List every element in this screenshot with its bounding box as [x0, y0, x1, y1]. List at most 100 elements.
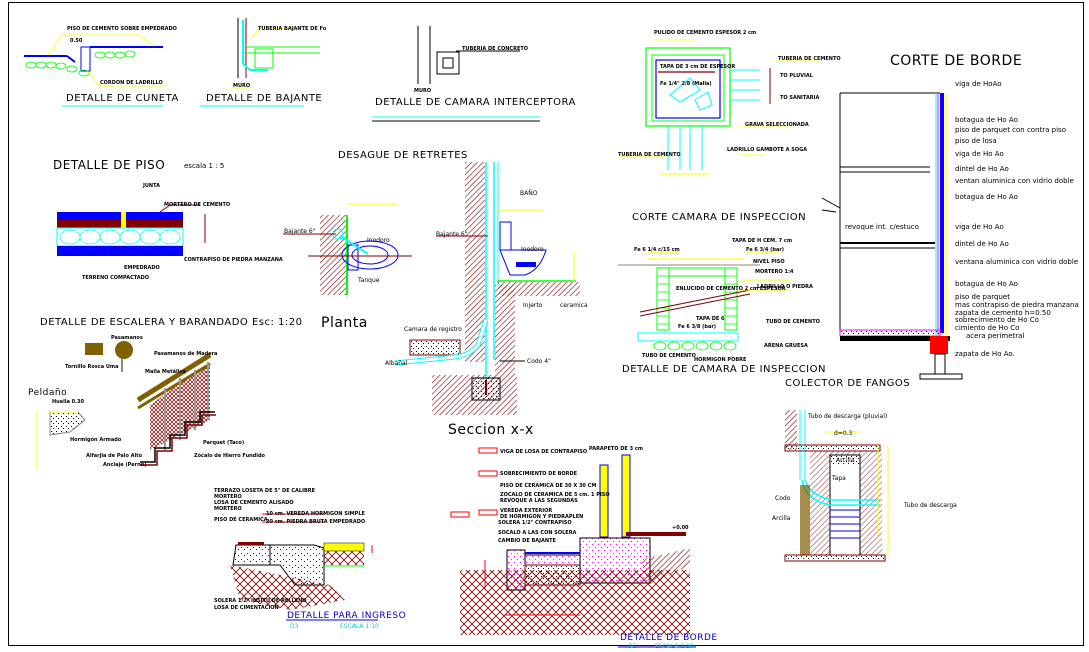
- borde-label: +0.00: [672, 525, 689, 531]
- colector-label: Tubo de descarga: [904, 502, 957, 509]
- camara-plan-label: LADRILLO GAMBOTE A SOGA: [727, 147, 808, 153]
- corte-borde-label: mas contrapiso de piedra manzana: [955, 301, 1079, 309]
- desague-label: Inodoro: [521, 246, 544, 253]
- camara-plan-label: Fe 1/4" 2/8 (Malla): [660, 81, 712, 87]
- corte-camara-title: CORTE CAMARA DE INSPECCION: [632, 212, 807, 223]
- cuneta-label: 0.50: [70, 38, 83, 44]
- corte-borde-title: CORTE DE BORDE: [890, 53, 1023, 69]
- camara-plan-label: TO SANITARIA: [780, 95, 820, 101]
- planta-title: Planta: [321, 315, 368, 331]
- piso-title: DETALLE DE PISO: [53, 158, 166, 172]
- corte-borde-label: revoque int. c/estuco: [845, 223, 919, 231]
- borde-label: VIGA DE LOSA DE CONTRAPISO: [500, 449, 588, 455]
- escalera-label: Tornillo Rosca Uma: [65, 364, 119, 370]
- escalera-label: Huella 0.30: [52, 399, 85, 405]
- ingreso-label: 10 cm. VEREDA HORMIGON SIMPLE: [266, 511, 365, 517]
- escalera-label: Alfarjia de Palo Alto: [86, 453, 143, 459]
- camara-label: TUBO DE CEMENTO: [766, 319, 820, 325]
- corte-borde-label: botagua de Ho Ao: [955, 116, 1018, 124]
- escalera-label: Pasamanos: [111, 335, 143, 341]
- piso-label: TERRENO COMPACTADO: [82, 275, 150, 281]
- camara-inspeccion-title: DETALLE DE CAMARA DE INSPECCION: [622, 364, 826, 375]
- camara-plan-label: TUBERIA DE CEMENTO: [618, 152, 681, 158]
- camara-plan-label: TAPA DE 3 cm DE ESPESOR: [660, 64, 736, 70]
- borde-label: DE HORMIGON Y PIEDRAPLEN: [500, 514, 584, 520]
- escalera-label: Malla Metálica: [145, 369, 186, 375]
- colector-label: Arcilla: [772, 515, 791, 522]
- corte-borde-label: zapata de cemento h=0.50: [955, 309, 1051, 317]
- borde-label: CAMBIO DE BAJANTE: [498, 538, 556, 544]
- ingreso-label: TERRAZO LOSETA DE 5" DE CALIBRE: [214, 488, 316, 494]
- escalera-title: DETALLE DE ESCALERA Y BARANDADO Esc: 1:2…: [40, 317, 303, 328]
- ingreso-drawing: [230, 513, 378, 621]
- seccion-title: Seccion x-x: [448, 422, 534, 438]
- camara-label: Fe 6 1/4 c/15 cm: [634, 247, 680, 253]
- colector-label: Codo: [775, 495, 791, 502]
- corte-borde-label: dintel de Ho Ao: [955, 240, 1009, 248]
- ingreso-label: LOSA DE CEMENTO ALISADO: [214, 500, 294, 506]
- colector-label: Tubo de descarga (pluvial): [808, 413, 888, 420]
- ingreso-label: MORTERO: [214, 494, 242, 500]
- camara-label: TAPA DE 6: [696, 316, 725, 322]
- corte-borde-label: sobrecimiento de Ho Co: [955, 316, 1039, 324]
- piso-label: MORTERO DE CEMENTO: [164, 202, 231, 208]
- desague-label: Inodoro: [367, 237, 390, 244]
- camara-plan-label: TUBERIA DE CEMENTO: [778, 56, 841, 62]
- camara-label: HORMIGON POBRE: [694, 357, 747, 363]
- borde-label: VEREDA EXTERIOR: [500, 508, 553, 514]
- desague-seccion-drawing: [394, 162, 580, 415]
- bajante-title: DETALLE DE BAJANTE: [206, 93, 323, 104]
- borde-label: ZOCALO DE CERAMICA DE 5 cm. 1 PISO: [500, 492, 610, 498]
- escalera-drawing: [36, 341, 216, 470]
- borde-label: SOCALO A LAS CON SOLERA: [498, 530, 577, 536]
- ingreso-label: SOLERA 1/2" INSITU DE RELLENO: [214, 598, 307, 604]
- corte-borde-label: piso de parquet con contra piso: [955, 126, 1066, 134]
- ingreso-label: PISO DE CERAMICA: [214, 517, 268, 523]
- borde-title: DETALLE DE BORDE: [620, 633, 718, 643]
- camara-label: TUBO DE CEMENTO: [642, 353, 696, 359]
- piso-label: CONTRAPISO DE PIEDRA MANZANA: [184, 257, 283, 263]
- corte-borde-label: viga de HoAo: [955, 80, 1002, 88]
- corte-borde-label: zapata de Ho Ao.: [955, 350, 1015, 358]
- corte-borde-label: dintel de Ho Ao: [955, 165, 1009, 173]
- corte-borde-label: botagua de Ho Ao: [955, 280, 1018, 288]
- corte-borde-label: piso de losa: [955, 137, 997, 145]
- borde-label: REVOQUE A LAS SEGUNDAS: [500, 498, 578, 504]
- desague-label: Tanque: [358, 277, 380, 284]
- camara-label: LADRILLO O PIEDRA: [757, 284, 813, 290]
- peldano-title: Peldaño: [28, 388, 68, 398]
- camara-inspeccion-drawing: [618, 251, 790, 351]
- desague-label: BAÑO: [520, 190, 538, 197]
- interceptora-label: MURO: [414, 88, 432, 94]
- interceptora-label: TUBERIA DE CONCRETO: [462, 46, 529, 52]
- cuneta-label: PISO DE CEMENTO SOBRE EMPEDRADO: [67, 26, 177, 32]
- corte-borde-label: piso de parquet: [955, 293, 1010, 301]
- corte-borde-label: viga de Ho Ao: [955, 150, 1004, 158]
- piso-scale: escala 1 : 5: [184, 162, 225, 170]
- piso-label: JUNTA: [143, 183, 160, 189]
- borde-label: PARAPETO DE 3 cm: [589, 446, 643, 452]
- ingreso-label: LOSA DE CIMENTACION: [214, 605, 279, 611]
- borde-scale: ESCALA 1:10: [655, 643, 694, 650]
- cuneta-title: DETALLE DE CUNETA: [66, 93, 179, 104]
- bajante-drawing: [200, 18, 320, 107]
- corte-borde-label: botagua de Ho Ao: [955, 193, 1018, 201]
- drawing-frame: [8, 2, 1084, 646]
- corte-borde-drawing: [821, 92, 963, 380]
- borde-label: PISO DE CERAMICA DE 30 X 30 CM: [500, 483, 597, 489]
- corte-borde-label: ventan aluminica con vidrio doble: [955, 177, 1074, 185]
- camara-label: NIVEL PISO: [753, 259, 785, 265]
- camara-label: TAPA DE H CEM. 7 cm: [732, 238, 793, 244]
- desague-label: Albañal: [385, 360, 408, 367]
- bajante-label: TUBERIA BAJANTE DE Fo: [258, 26, 327, 32]
- ingreso-title: DETALLE PARA INGRESO: [287, 611, 407, 621]
- ingreso-code: D3: [290, 623, 299, 630]
- borde-label: SOLERA 1/2" CONTRAPISO: [498, 520, 572, 526]
- ingreso-label: MORTERO: [214, 506, 242, 512]
- camara-label: ENLUCIDO DE CEMENTO 2 cm ESPESOR: [676, 286, 786, 292]
- colector-drawing: [784, 410, 889, 562]
- escalera-label: Zócalo de Hierro Fundido: [194, 453, 265, 459]
- piso-drawing: [56, 204, 206, 256]
